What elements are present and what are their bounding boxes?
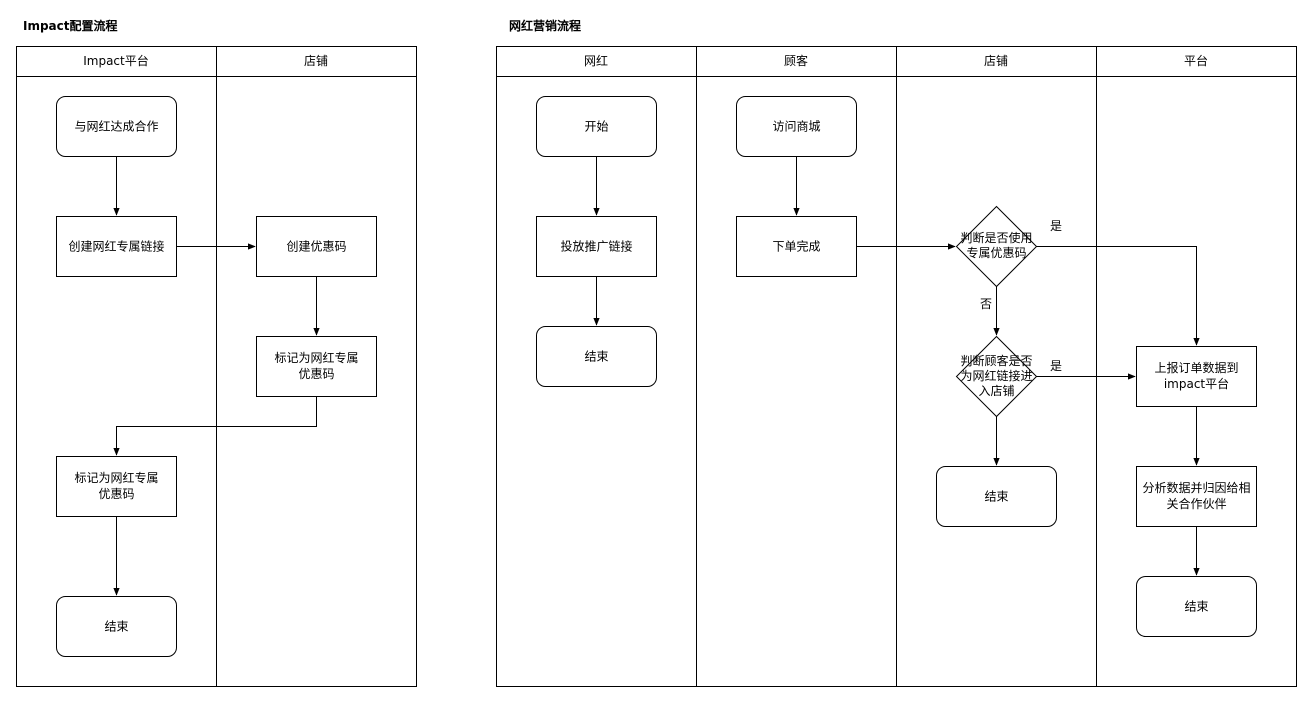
impact-config-edges bbox=[113, 156, 320, 596]
svg-text:结束: 结束 bbox=[1184, 600, 1208, 614]
svg-text:impact平台: impact平台 bbox=[1164, 376, 1229, 391]
node-start: 开始 bbox=[536, 96, 657, 157]
svg-text:优惠码: 优惠码 bbox=[98, 487, 134, 501]
lane-header-impact-platform: Impact平台 bbox=[83, 53, 149, 68]
svg-text:访问商城: 访问商城 bbox=[772, 119, 820, 134]
node-create-coupon: 创建优惠码 bbox=[256, 216, 377, 277]
node-platform-end: 结束 bbox=[1136, 576, 1257, 637]
edge-label-link-yes: 是 bbox=[1050, 359, 1062, 373]
svg-text:入店铺: 入店铺 bbox=[978, 384, 1014, 398]
decision-check-link: 判断顾客是否 为网红链接进 入店铺 bbox=[955, 335, 1038, 418]
lane-header-influencer: 网红 bbox=[584, 53, 608, 68]
impact-config-pool bbox=[16, 46, 417, 687]
svg-text:开始: 开始 bbox=[584, 120, 608, 134]
lane-header-platform: 平台 bbox=[1184, 53, 1208, 68]
node-influencer-end: 结束 bbox=[536, 326, 657, 387]
node-place-order: 下单完成 bbox=[736, 216, 857, 277]
impact-config-diagram: Impact配置流程 Impact平台 店铺 与网红达成合作 创建网红专属链接 bbox=[16, 18, 417, 687]
node-report-order: 上报订单数据到 impact平台 bbox=[1136, 346, 1257, 407]
svg-text:结束: 结束 bbox=[104, 620, 128, 634]
lane-header-customer: 顾客 bbox=[784, 53, 808, 68]
svg-text:专属优惠码: 专属优惠码 bbox=[966, 245, 1026, 260]
node-mark-coupon-platform: 标记为网红专属 优惠码 bbox=[56, 456, 177, 517]
svg-text:优惠码: 优惠码 bbox=[298, 367, 334, 381]
influencer-marketing-pool bbox=[496, 46, 1297, 687]
svg-text:结束: 结束 bbox=[984, 490, 1008, 504]
influencer-marketing-diagram: 网红营销流程 网红 顾客 店铺 平台 开始 bbox=[496, 18, 1297, 687]
influencer-marketing-edges bbox=[593, 156, 1200, 576]
svg-text:标记为网红专属: 标记为网红专属 bbox=[274, 350, 358, 365]
svg-text:结束: 结束 bbox=[584, 350, 608, 364]
edge-label-coupon-no: 否 bbox=[980, 297, 992, 311]
svg-text:创建优惠码: 创建优惠码 bbox=[286, 240, 346, 254]
svg-text:为网红链接进: 为网红链接进 bbox=[960, 368, 1032, 383]
node-analyze: 分析数据并归因给相 关合作伙伴 bbox=[1136, 466, 1257, 527]
influencer-marketing-title: 网红营销流程 bbox=[509, 18, 581, 33]
node-visit-mall: 访问商城 bbox=[736, 96, 857, 157]
svg-text:判断是否使用: 判断是否使用 bbox=[960, 230, 1032, 245]
svg-text:与网红达成合作: 与网红达成合作 bbox=[74, 119, 158, 134]
node-create-link: 创建网红专属链接 bbox=[56, 216, 177, 277]
node-reach-agreement: 与网红达成合作 bbox=[56, 96, 177, 157]
svg-text:分析数据并归因给相: 分析数据并归因给相 bbox=[1142, 480, 1250, 495]
svg-text:标记为网红专属: 标记为网红专属 bbox=[74, 470, 158, 485]
node-store-end: 结束 bbox=[936, 466, 1057, 527]
lane-header-store: 店铺 bbox=[304, 54, 328, 68]
edge-mark-to-platform-mark bbox=[113, 396, 317, 456]
svg-text:上报订单数据到: 上报订单数据到 bbox=[1154, 360, 1238, 375]
svg-text:创建网红专属链接: 创建网红专属链接 bbox=[68, 239, 164, 254]
lane-header-shop: 店铺 bbox=[984, 54, 1008, 68]
edge-label-coupon-yes: 是 bbox=[1050, 219, 1062, 233]
node-mark-coupon-store: 标记为网红专属 优惠码 bbox=[256, 336, 377, 397]
decision-check-coupon: 判断是否使用 专属优惠码 bbox=[955, 205, 1038, 288]
node-config-end: 结束 bbox=[56, 596, 177, 657]
edge-check-coupon-yes-to-report bbox=[1036, 246, 1200, 346]
svg-text:关合作伙伴: 关合作伙伴 bbox=[1166, 496, 1226, 511]
node-post-link: 投放推广链接 bbox=[536, 216, 657, 277]
impact-config-title: Impact配置流程 bbox=[23, 18, 118, 33]
svg-text:投放推广链接: 投放推广链接 bbox=[560, 239, 632, 254]
svg-text:判断顾客是否: 判断顾客是否 bbox=[960, 353, 1032, 368]
svg-text:下单完成: 下单完成 bbox=[772, 239, 820, 254]
